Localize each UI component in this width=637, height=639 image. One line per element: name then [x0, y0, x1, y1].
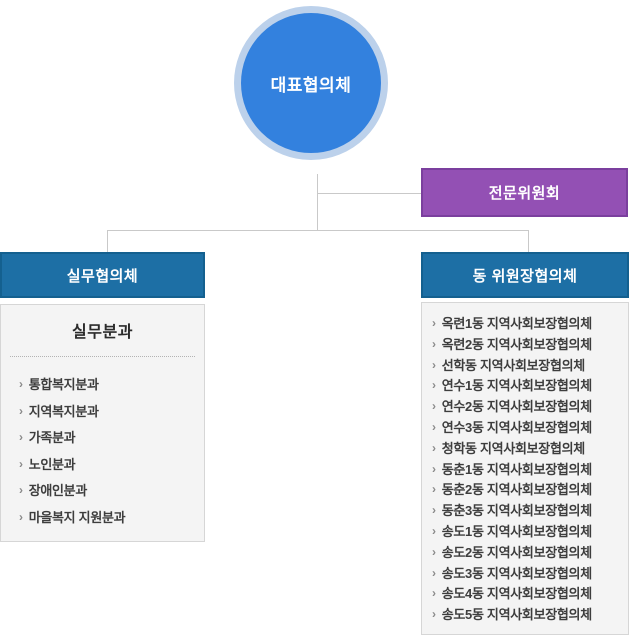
- list-item: › 송도3동 지역사회보장협의체: [432, 564, 628, 585]
- list-item-label: 선학동 지역사회보장협의체: [441, 357, 586, 373]
- arrow-bullet-icon: ›: [432, 482, 436, 497]
- arrow-bullet-icon: ›: [19, 377, 23, 391]
- working-council-header-label: 실무협의체: [66, 267, 139, 285]
- dong-council-list: › 옥련1동 지역사회보장협의체 › 옥련2동 지역사회보장협의체 › 선학동 지역사…: [422, 314, 628, 626]
- arrow-bullet-icon: ›: [432, 586, 436, 601]
- root-node-label: 대표협의체: [270, 75, 352, 95]
- list-item-label: 송도2동 지역사회보장협의체: [441, 544, 592, 560]
- list-item: › 송도5동 지역사회보장협의체: [432, 605, 628, 626]
- list-item: › 옥련1동 지역사회보장협의체: [432, 314, 628, 335]
- dong-chairs-council-header-label: 동 위원장협의체: [472, 267, 578, 285]
- list-item-label: 연수2동 지역사회보장협의체: [441, 399, 592, 415]
- list-item-label: 마을복지 지원분과: [28, 509, 126, 525]
- list-item: › 연수1동 지역사회보장협의체: [432, 376, 628, 397]
- list-item-label: 송도4동 지역사회보장협의체: [441, 586, 592, 602]
- arrow-bullet-icon: ›: [432, 378, 436, 393]
- list-item: › 동춘2동 지역사회보장협의체: [432, 480, 628, 501]
- arrow-bullet-icon: ›: [432, 316, 436, 330]
- arrow-bullet-icon: ›: [432, 399, 436, 414]
- arrow-bullet-icon: ›: [19, 403, 23, 418]
- connector-expert-branch: [317, 193, 421, 194]
- list-item: › 옥련2동 지역사회보장협의체: [432, 335, 628, 356]
- list-item-label: 송도5동 지역사회보장협의체: [441, 607, 592, 623]
- connector-root-stem: [317, 174, 318, 231]
- arrow-bullet-icon: ›: [19, 456, 23, 471]
- list-item: › 마을복지 지원분과: [19, 505, 204, 532]
- connector-drop-right: [528, 230, 529, 252]
- arrow-bullet-icon: ›: [432, 544, 436, 559]
- root-node-circle: 대표협의체: [234, 6, 388, 160]
- list-item-label: 청학동 지역사회보장협의체: [441, 440, 586, 456]
- list-item: › 송도4동 지역사회보장협의체: [432, 584, 628, 605]
- list-item-label: 연수3동 지역사회보장협의체: [441, 419, 592, 435]
- list-item-label: 동춘1동 지역사회보장협의체: [441, 461, 592, 477]
- list-item-label: 동춘2동 지역사회보장협의체: [441, 482, 592, 498]
- arrow-bullet-icon: ›: [19, 509, 23, 524]
- list-item: › 청학동 지역사회보장협의체: [432, 439, 628, 460]
- arrow-bullet-icon: ›: [19, 483, 23, 497]
- list-item: › 선학동 지역사회보장협의체: [432, 356, 628, 377]
- arrow-bullet-icon: ›: [432, 336, 436, 351]
- working-subcommittee-list: › 통합복지분과 › 지역복지분과 › 가족분과 › 노인분과 › 장애인분과 › 마을복지…: [1, 372, 204, 531]
- list-item: › 송도2동 지역사회보장협의체: [432, 543, 628, 564]
- arrow-bullet-icon: ›: [432, 357, 436, 372]
- list-item-label: 송도1동 지역사회보장협의체: [441, 523, 592, 539]
- list-item-label: 동춘3동 지역사회보장협의체: [441, 503, 592, 519]
- arrow-bullet-icon: ›: [19, 430, 23, 444]
- list-item: › 연수3동 지역사회보장협의체: [432, 418, 628, 439]
- list-item-label: 장애인분과: [28, 483, 88, 498]
- list-item-label: 옥련1동 지역사회보장협의체: [441, 316, 592, 331]
- dong-chairs-council-panel: › 옥련1동 지역사회보장협의체 › 옥련2동 지역사회보장협의체 › 선학동 지역사…: [421, 302, 629, 635]
- arrow-bullet-icon: ›: [432, 607, 436, 622]
- list-item: › 가족분과: [19, 425, 204, 452]
- list-item: › 장애인분과: [19, 478, 204, 505]
- dotted-divider: [10, 356, 195, 357]
- arrow-bullet-icon: ›: [432, 523, 436, 538]
- arrow-bullet-icon: ›: [432, 440, 436, 455]
- list-item-label: 옥련2동 지역사회보장협의체: [441, 336, 592, 352]
- list-item: › 통합복지분과: [19, 372, 204, 399]
- arrow-bullet-icon: ›: [432, 461, 436, 476]
- connector-drop-left: [107, 230, 108, 252]
- list-item-label: 지역복지분과: [28, 403, 99, 419]
- arrow-bullet-icon: ›: [432, 503, 436, 518]
- list-item-label: 연수1동 지역사회보장협의체: [441, 378, 592, 394]
- dong-chairs-council-header: 동 위원장협의체: [421, 252, 629, 298]
- list-item-label: 송도3동 지역사회보장협의체: [441, 565, 592, 581]
- arrow-bullet-icon: ›: [432, 565, 436, 580]
- arrow-bullet-icon: ›: [432, 419, 436, 434]
- list-item: › 노인분과: [19, 452, 204, 479]
- working-subcommittee-title: 실무분과: [72, 324, 133, 341]
- list-item: › 연수2동 지역사회보장협의체: [432, 397, 628, 418]
- list-item: › 동춘3동 지역사회보장협의체: [432, 501, 628, 522]
- list-item: › 동춘1동 지역사회보장협의체: [432, 460, 628, 481]
- expert-committee-label: 전문위원회: [488, 185, 561, 202]
- list-item: › 송도1동 지역사회보장협의체: [432, 522, 628, 543]
- list-item-label: 가족분과: [28, 430, 76, 445]
- list-item-label: 통합복지분과: [28, 377, 99, 392]
- working-council-panel: 실무분과 › 통합복지분과 › 지역복지분과 › 가족분과 › 노인분과 › 장애인분과 …: [0, 304, 205, 542]
- working-council-header: 실무협의체: [0, 252, 205, 298]
- list-item-label: 노인분과: [28, 456, 76, 472]
- connector-main-horizontal: [107, 230, 529, 231]
- expert-committee-box: 전문위원회: [421, 168, 628, 217]
- list-item: › 지역복지분과: [19, 399, 204, 426]
